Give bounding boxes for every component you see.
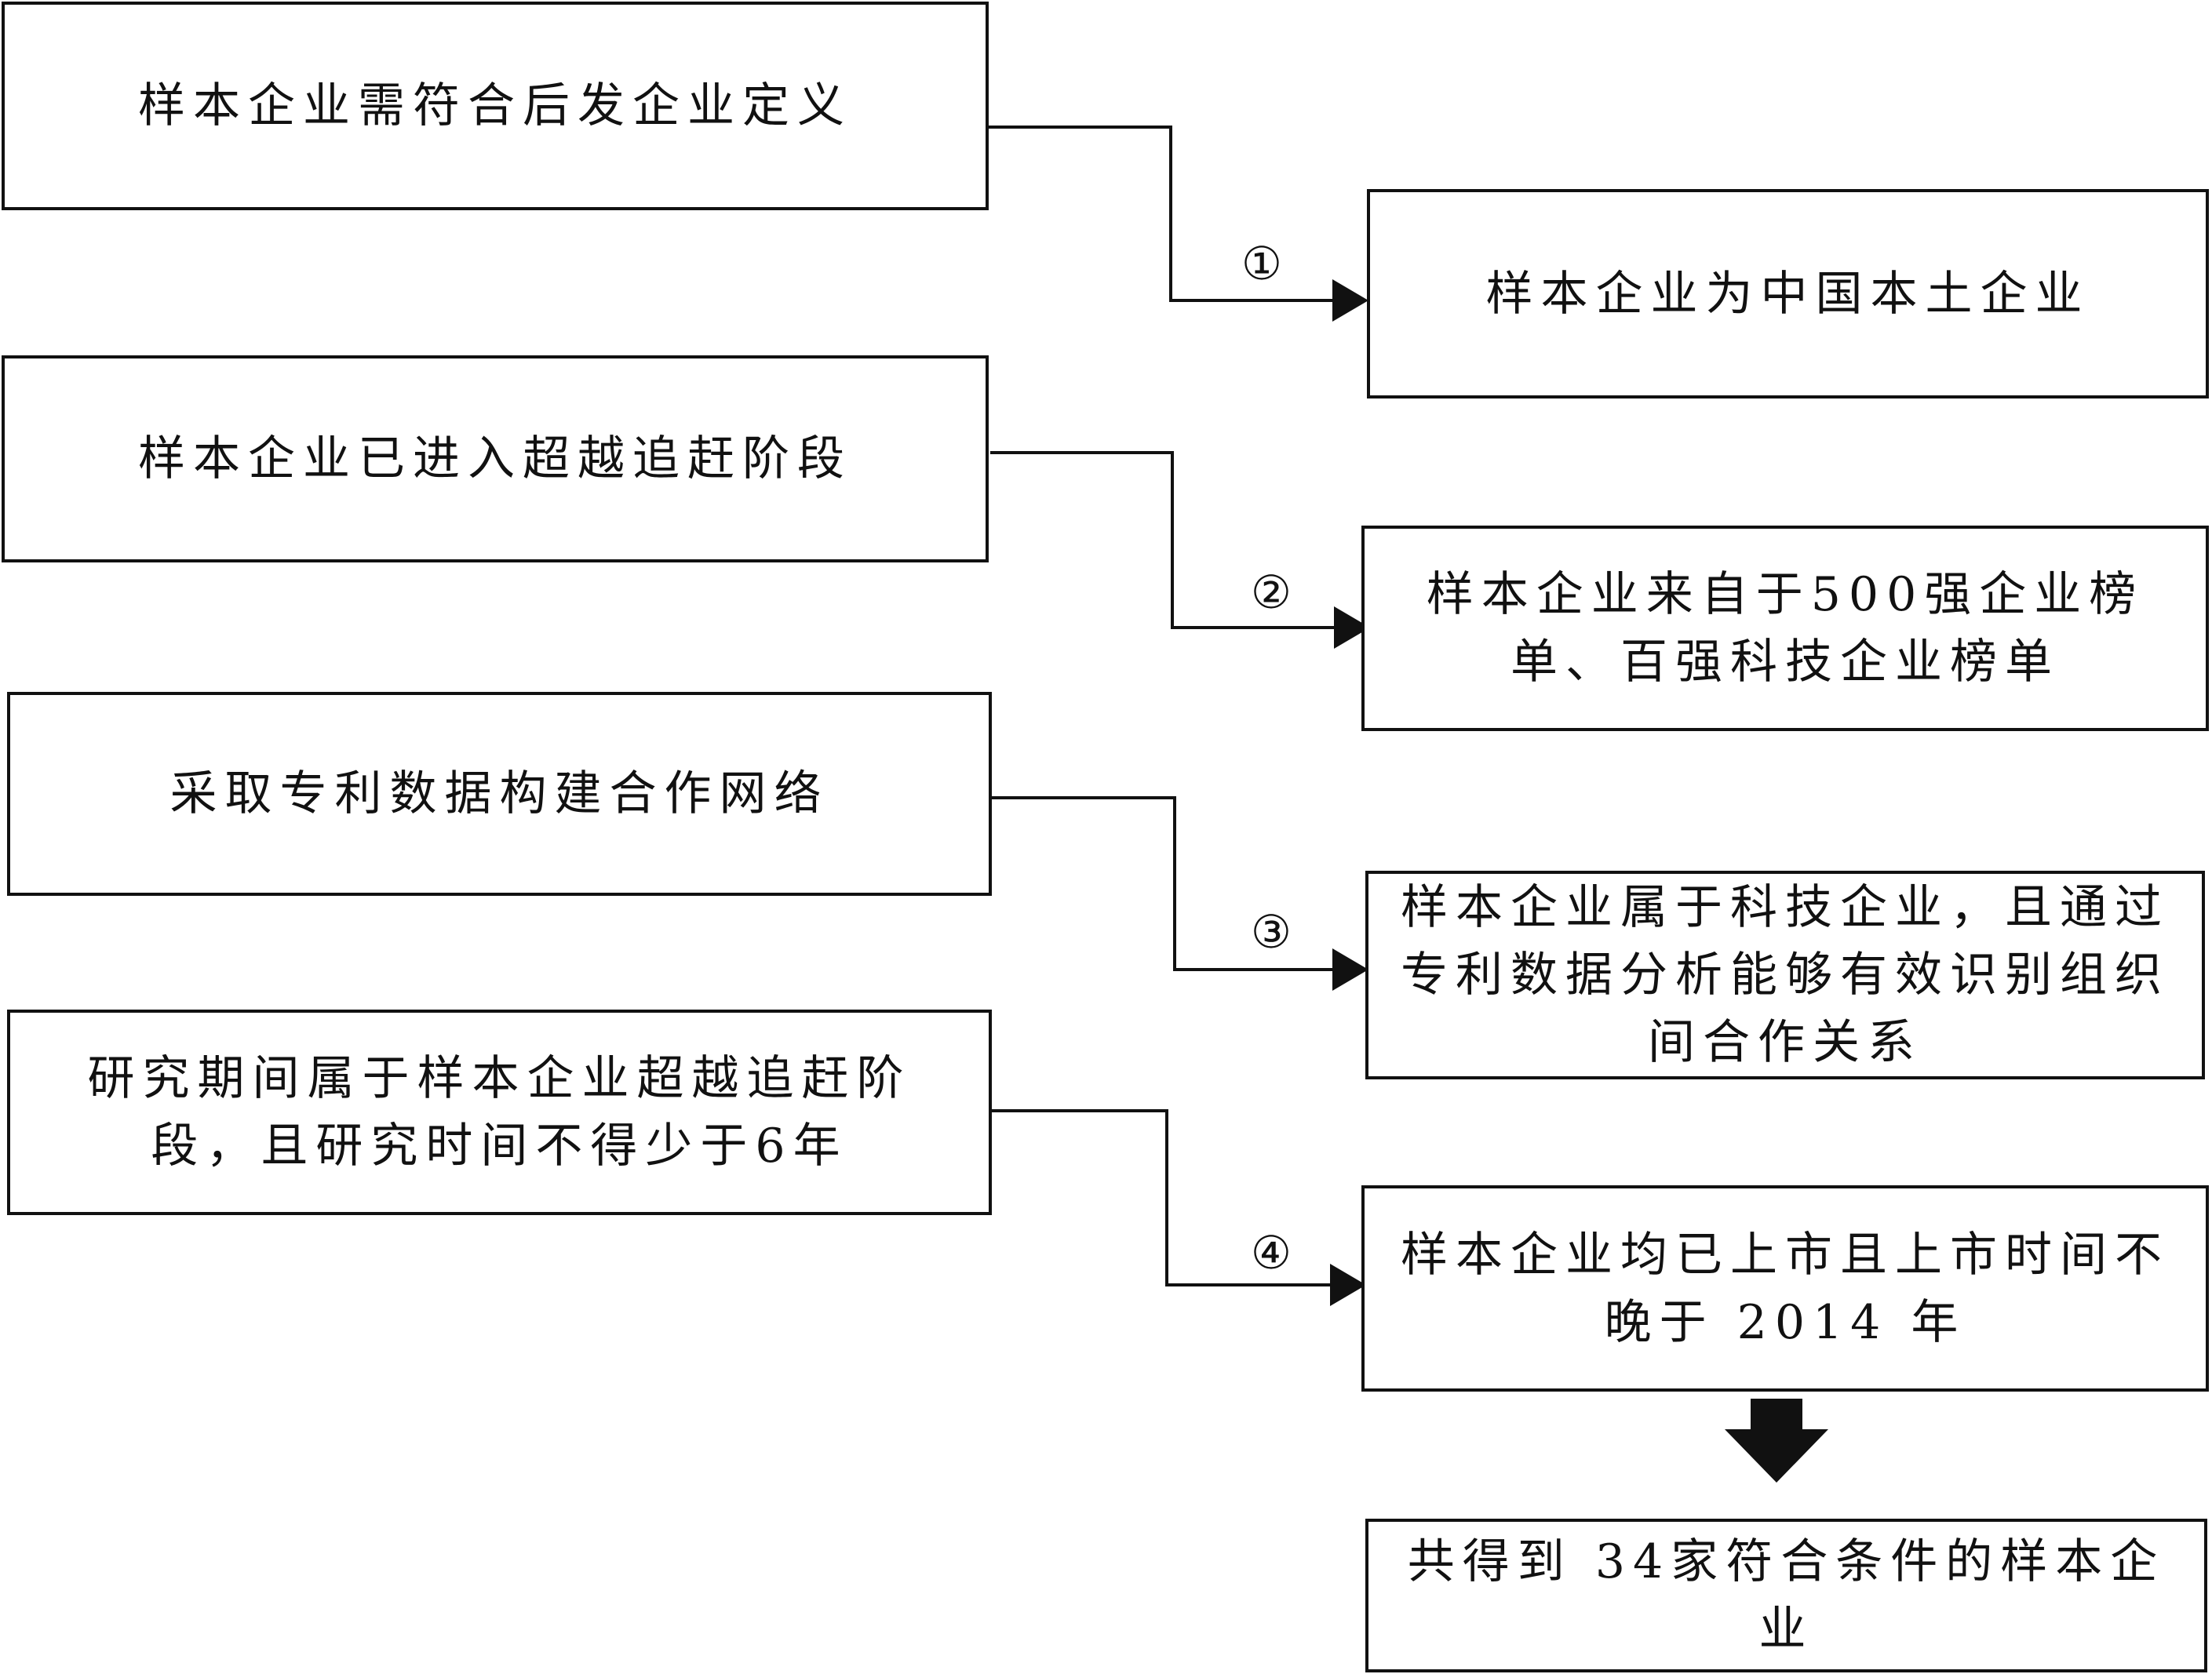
right-box-4-line-2: 晚于 2014 年 — [1604, 1294, 1966, 1350]
left-box-1: 样本企业需符合后发企业定义 — [2, 2, 989, 210]
left-box-4-line-2: 段，且研究时间不得少于6年 — [151, 1119, 848, 1174]
right-box-2-line-2: 单、百强科技企业榜单 — [1511, 635, 2060, 690]
right-box-3-line-2: 专利数据分析能够有效识别组织 — [1401, 948, 2170, 1003]
step-label-2: ② — [1251, 566, 1292, 619]
arrow-head-2 — [1334, 606, 1370, 649]
right-box-1: 样本企业为中国本土企业 — [1367, 189, 2209, 398]
right-box-4: 样本企业均已上市且上市时间不 晚于 2014 年 — [1361, 1185, 2209, 1392]
connector-line-1 — [987, 126, 1332, 302]
result-box: 共得到 34家符合条件的样本企业 — [1365, 1519, 2207, 1672]
arrow-head-3 — [1332, 948, 1368, 991]
left-box-4: 研究期间属于样本企业超越追赶阶 段，且研究时间不得少于6年 — [7, 1010, 992, 1215]
left-box-3: 采取专利数据构建合作网络 — [7, 692, 992, 896]
result-box-text: 共得到 34家符合条件的样本企业 — [1407, 1534, 2166, 1657]
connector-line-3 — [992, 796, 1332, 971]
right-box-4-line-1: 样本企业均已上市且上市时间不 — [1401, 1227, 2170, 1283]
connector-line-2 — [990, 451, 1334, 629]
right-box-3-line-3: 间合作关系 — [1648, 1015, 1922, 1070]
connector-line-4 — [990, 1109, 1330, 1286]
arrow-head-4 — [1330, 1264, 1366, 1306]
left-box-4-line-1: 研究期间属于样本企业超越追赶阶 — [87, 1051, 912, 1106]
down-arrow — [1725, 1399, 1828, 1483]
left-box-3-line-1: 采取专利数据构建合作网络 — [169, 766, 829, 821]
arrow-head-1 — [1332, 279, 1368, 322]
left-box-1-line-1: 样本企业需符合后发企业定义 — [138, 78, 852, 133]
left-box-2-line-1: 样本企业已进入超越追赶阶段 — [138, 431, 852, 486]
step-label-3: ③ — [1251, 905, 1292, 959]
right-box-1-line-1: 样本企业为中国本土企业 — [1485, 266, 2090, 322]
left-box-2: 样本企业已进入超越追赶阶段 — [2, 355, 989, 562]
right-box-2-line-1: 样本企业来自于500强企业榜 — [1426, 567, 2145, 622]
right-box-2: 样本企业来自于500强企业榜 单、百强科技企业榜单 — [1361, 526, 2209, 731]
right-box-3: 样本企业属于科技企业，且通过 专利数据分析能够有效识别组织 间合作关系 — [1365, 871, 2205, 1079]
step-label-1: ① — [1241, 237, 1282, 290]
right-box-3-line-1: 样本企业属于科技企业，且通过 — [1401, 880, 2170, 935]
step-label-4: ④ — [1251, 1226, 1292, 1279]
